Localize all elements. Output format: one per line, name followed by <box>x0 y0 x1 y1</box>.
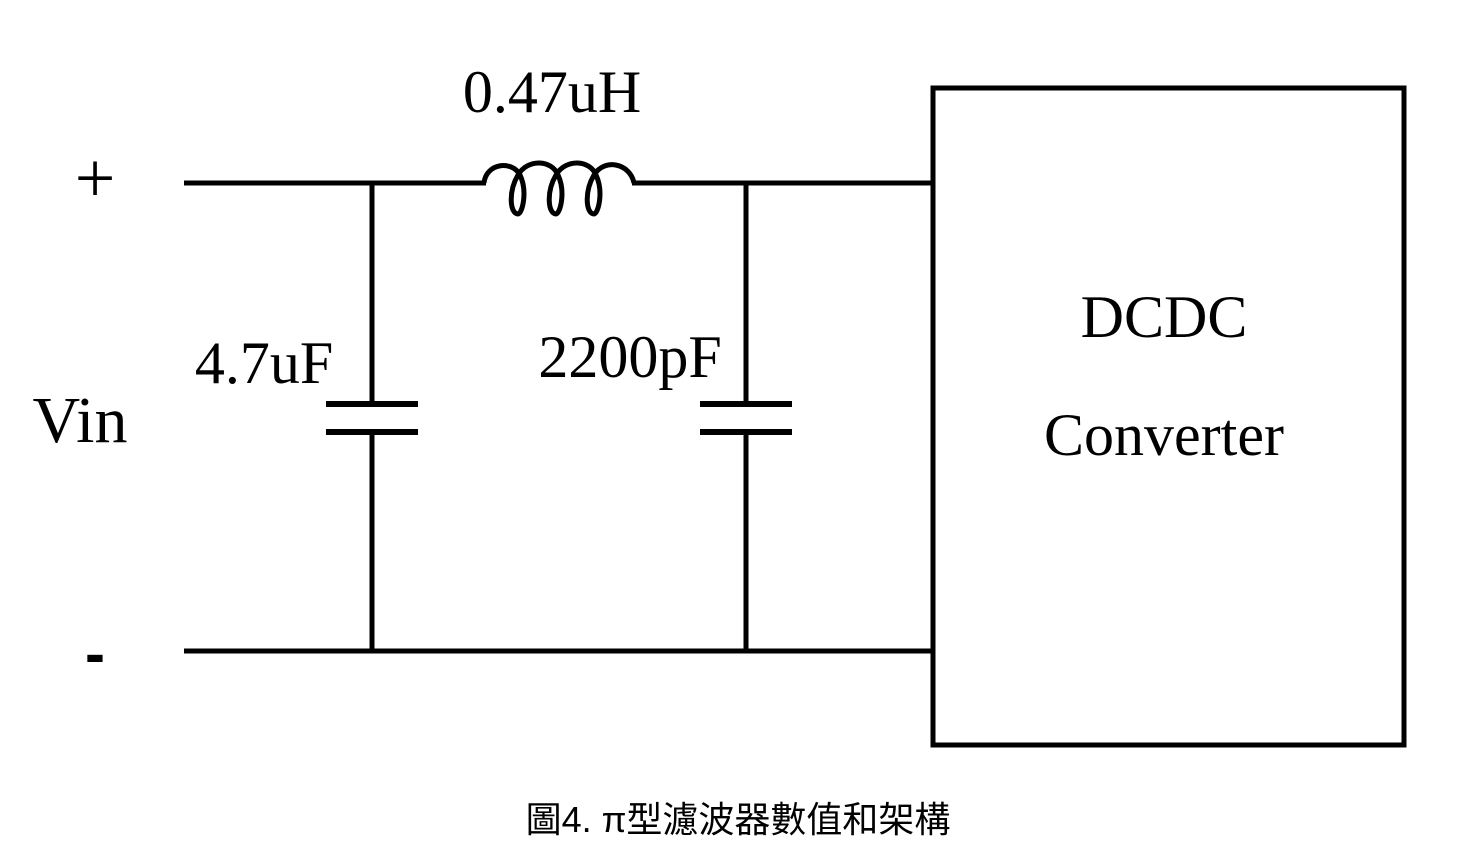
positive-terminal-label: + <box>75 138 116 218</box>
converter-title-line1: DCDC <box>1081 284 1248 350</box>
inductor-value-label: 0.47uH <box>463 59 641 125</box>
input-capacitor-value-label: 4.7uF <box>195 330 333 396</box>
input-voltage-label: Vin <box>32 384 127 457</box>
converter-title-line2: Converter <box>1044 402 1284 468</box>
output-capacitor-value-label: 2200pF <box>538 324 721 390</box>
dcdc-converter-box <box>930 85 1407 748</box>
inductor-coil <box>481 160 637 217</box>
figure-caption: 圖4. π型濾波器數值和架構 <box>526 799 951 840</box>
negative-terminal-label: - <box>85 620 105 687</box>
